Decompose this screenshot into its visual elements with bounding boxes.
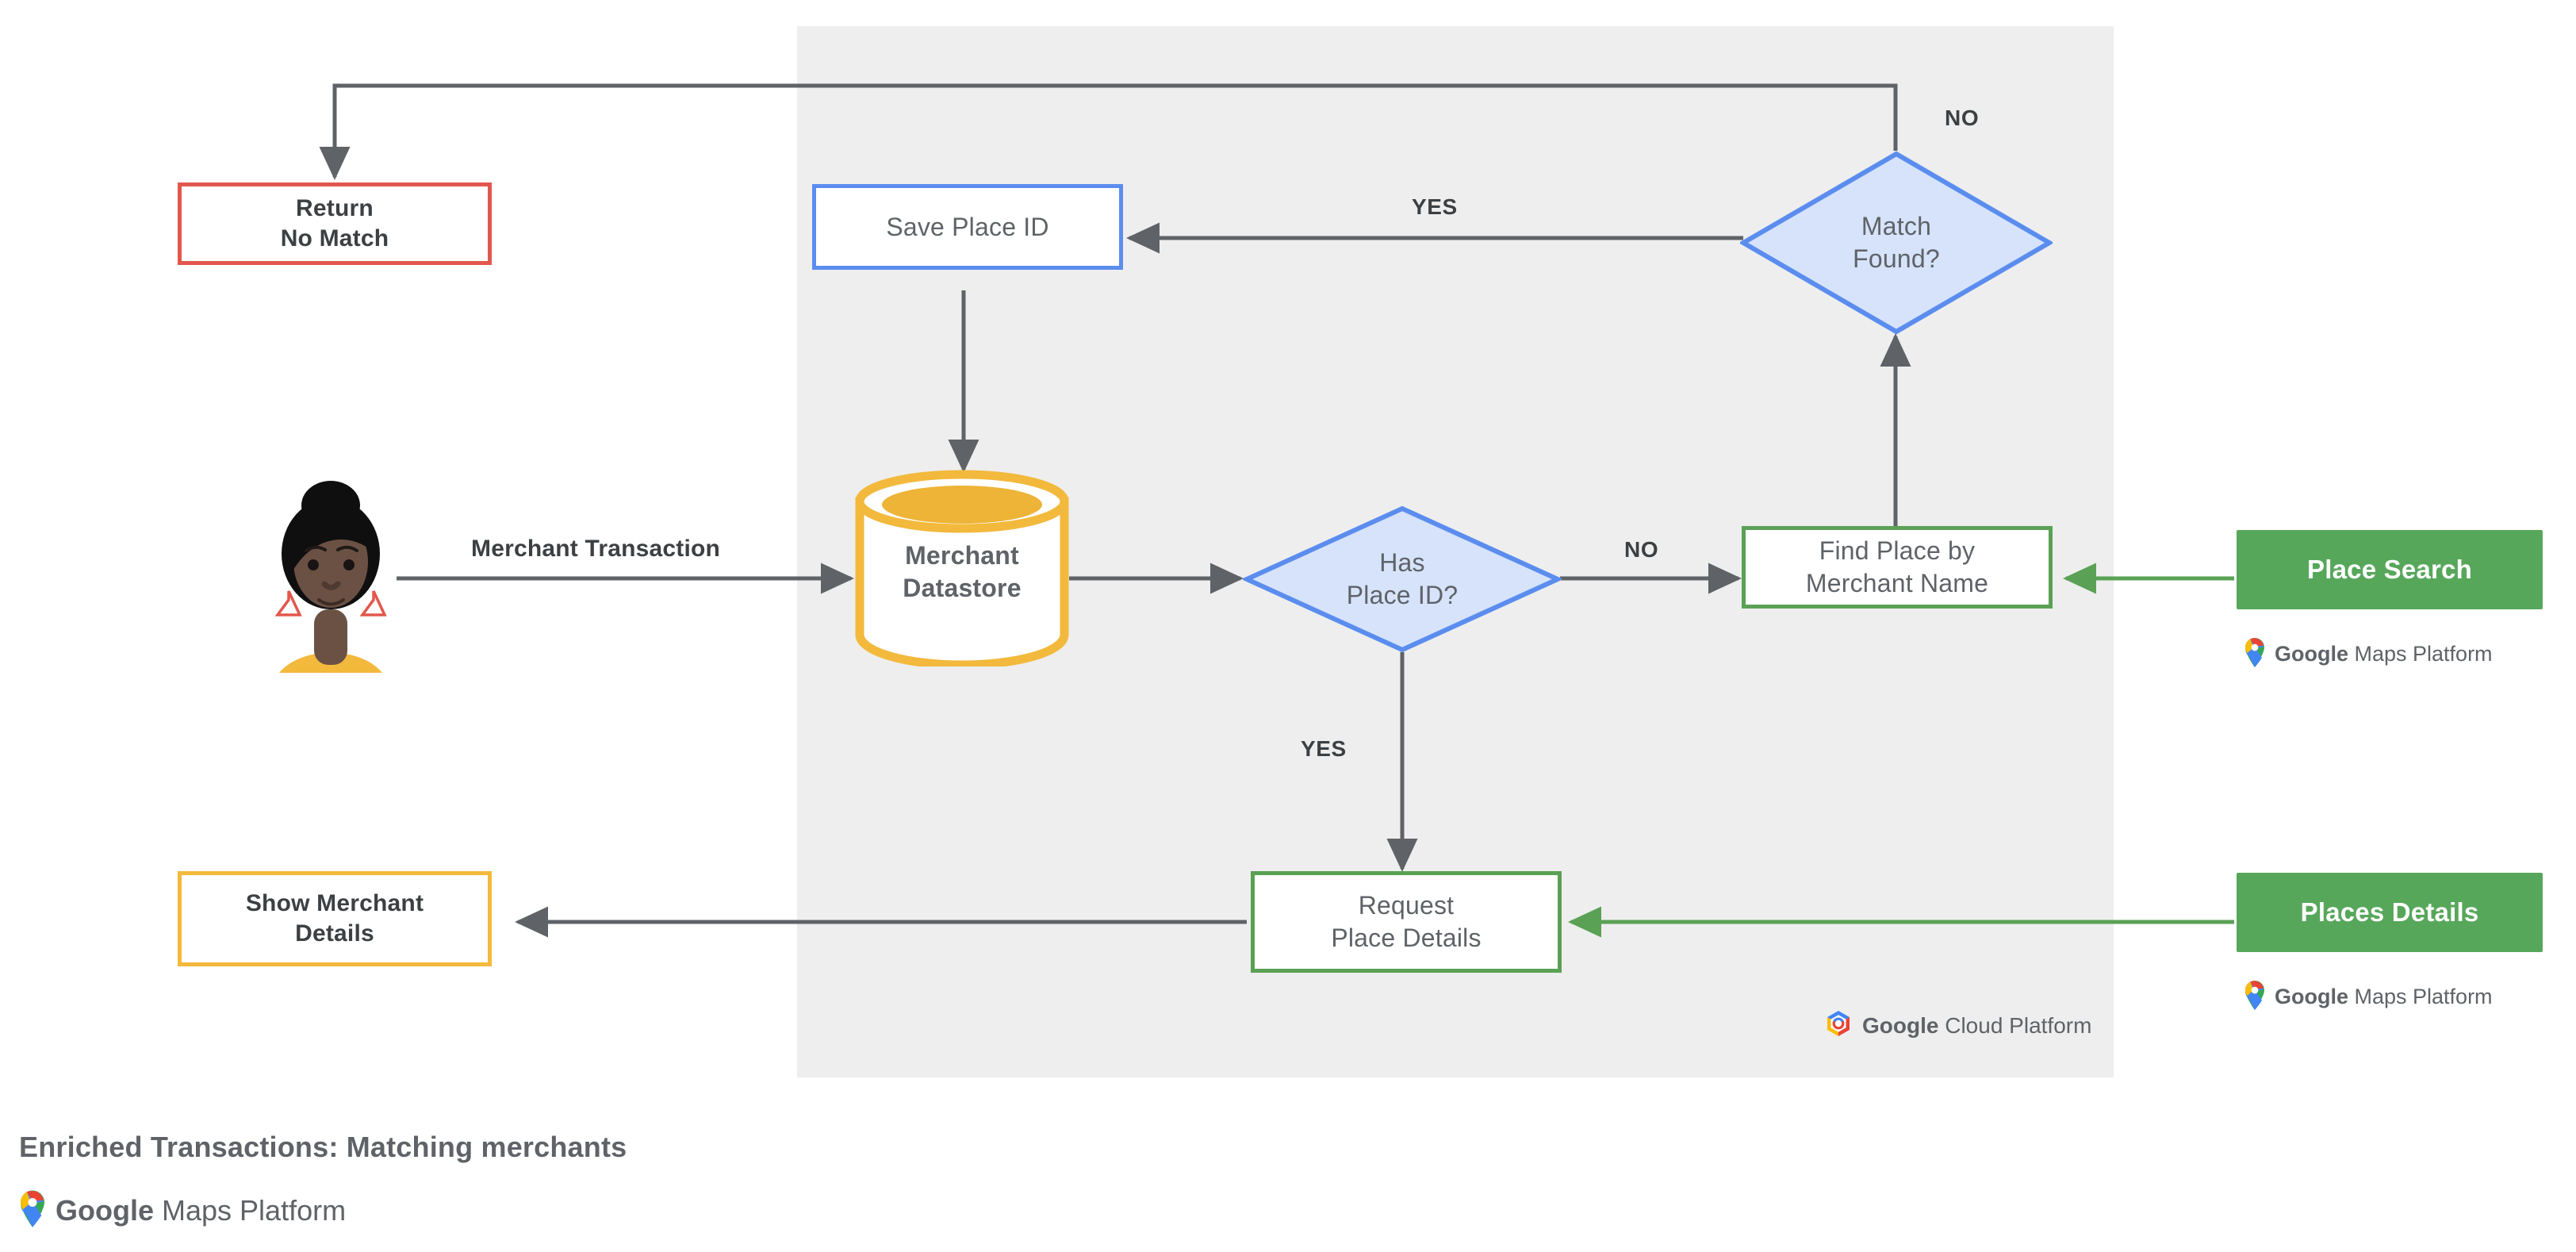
maps-pin-icon <box>17 1189 48 1232</box>
node-show-merchant-details-label: Show Merchant Details <box>245 889 424 947</box>
edge-label-no-has-place-id: NO <box>1624 537 1659 562</box>
maps-platform-wordmark: Google Maps Platform <box>56 1193 347 1227</box>
edge-label-yes-match-found: YES <box>1412 194 1458 219</box>
node-place-search-api-label: Place Search <box>2307 554 2472 584</box>
node-find-place-by-merchant-name-label: Find Place by Merchant Name <box>1805 536 1989 597</box>
edge-label-merchant-transaction: Merchant Transaction <box>471 536 721 562</box>
maps-platform-logo-place-search: Google Maps Platform <box>2243 636 2493 672</box>
node-places-details-api-label: Places Details <box>2300 897 2479 927</box>
node-has-place-id[interactable]: Has Place ID? <box>1243 505 1562 654</box>
node-save-place-id[interactable]: Save Place ID <box>812 184 1123 270</box>
node-find-place-by-merchant-name[interactable]: Find Place by Merchant Name <box>1742 526 2053 609</box>
node-request-place-details-label: Request Place Details <box>1331 891 1482 952</box>
maps-pin-icon <box>2243 636 2267 672</box>
node-show-merchant-details[interactable]: Show Merchant Details <box>178 871 492 966</box>
node-match-found-label: Match Found? <box>1853 212 1940 273</box>
node-return-no-match-label: Return No Match <box>280 194 389 252</box>
node-has-place-id-label: Has Place ID? <box>1346 548 1459 609</box>
edge-label-no-match-found: NO <box>1945 106 1980 130</box>
node-return-no-match[interactable]: Return No Match <box>178 182 492 265</box>
maps-platform-wordmark: Google Maps Platform <box>2275 985 2493 1008</box>
node-merchant-datastore[interactable]: Merchant Datastore <box>855 470 1069 666</box>
merchant-actor-avatar <box>262 468 401 674</box>
node-request-place-details[interactable]: Request Place Details <box>1251 871 1562 973</box>
node-place-search-api[interactable]: Place Search <box>2237 530 2543 609</box>
maps-platform-logo-caption: Google Maps Platform <box>17 1189 346 1232</box>
edge-label-yes-has-place-id: YES <box>1301 736 1347 761</box>
node-save-place-id-label: Save Place ID <box>886 212 1049 241</box>
node-merchant-datastore-label: Merchant Datastore <box>903 541 1022 602</box>
cloud-platform-wordmark: Google Cloud Platform <box>1862 1012 2092 1038</box>
maps-platform-logo-places-details: Google Maps Platform <box>2243 979 2493 1015</box>
cloud-hexagon-icon <box>1823 1009 1854 1042</box>
maps-platform-wordmark: Google Maps Platform <box>2275 642 2493 666</box>
diagram-caption: Enriched Transactions: Matching merchant… <box>19 1131 627 1163</box>
maps-pin-icon <box>2243 979 2267 1015</box>
node-places-details-api[interactable]: Places Details <box>2237 873 2543 952</box>
node-match-found[interactable]: Match Found? <box>1740 151 2053 335</box>
cloud-platform-logo: Google Cloud Platform <box>1823 1009 2091 1042</box>
